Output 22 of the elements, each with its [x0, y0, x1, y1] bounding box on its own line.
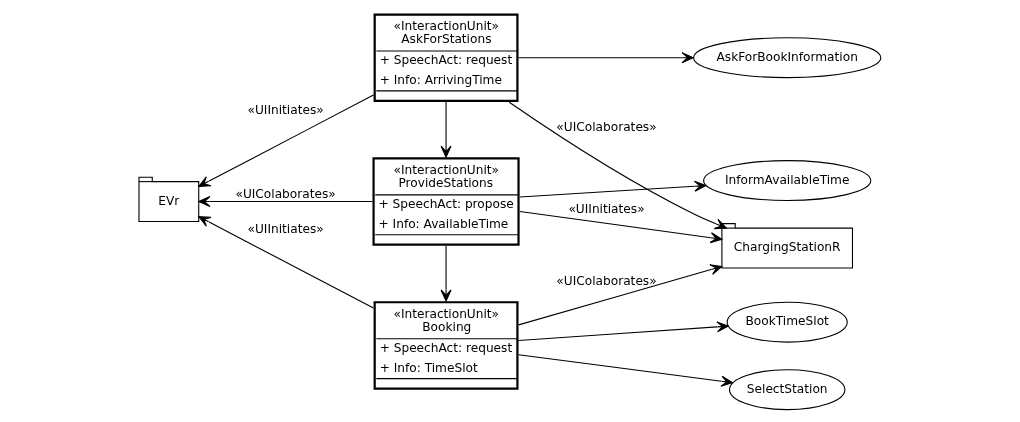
- arrow: [440, 100, 452, 158]
- node-ellipse: SelectStation: [728, 368, 846, 410]
- edge-label: «UIColaborates»: [556, 119, 657, 133]
- edge-label: «UIInitiates»: [568, 201, 645, 216]
- edge-label: «UIColaborates»: [235, 186, 336, 201]
- edge-label: «UIInitiates»: [247, 221, 324, 236]
- node-ellipse: BookTimeSlot: [726, 301, 848, 343]
- arrow: [518, 263, 723, 325]
- arrow: [198, 215, 374, 309]
- node-ellipse: AskForBookInformation: [693, 36, 882, 78]
- arrow: [440, 244, 452, 302]
- arrow: [518, 320, 729, 341]
- arrow: [519, 210, 723, 243]
- node-ellipse: InformAvailableTime: [703, 159, 872, 201]
- edge-label: «UIColaborates»: [556, 273, 657, 288]
- arrow: [508, 101, 727, 229]
- arrow: [518, 51, 694, 63]
- arrow: [198, 94, 374, 187]
- edge-label: «UIInitiates»: [247, 102, 324, 117]
- arrow: [198, 195, 373, 207]
- arrow: [519, 180, 707, 198]
- arrow: [518, 353, 734, 387]
